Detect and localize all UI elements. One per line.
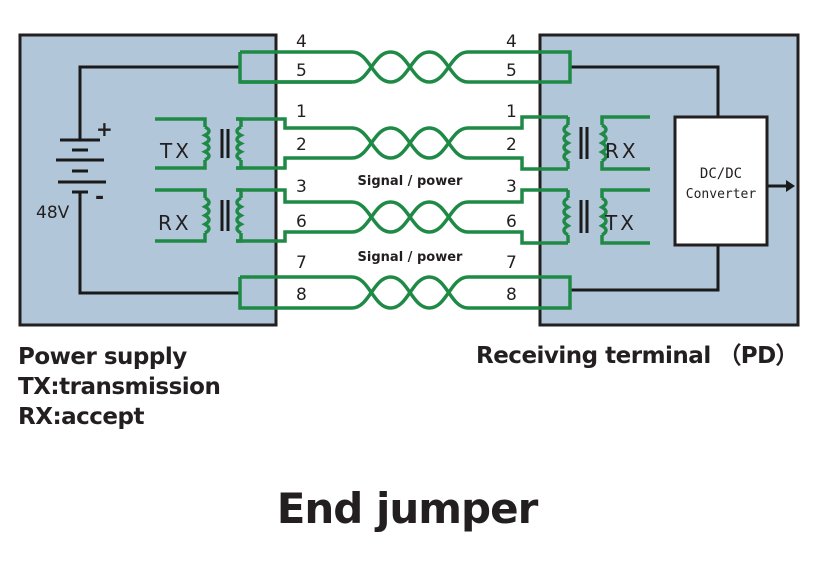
right-tx-transformer-sec-bottom xyxy=(600,235,650,245)
right-tx-transformer-sec-top xyxy=(600,188,650,198)
left-tx-transformer-lead-bottom xyxy=(155,160,207,170)
pin-left-2: 2 xyxy=(296,135,307,155)
page-title: End jumper xyxy=(276,484,539,533)
pair-3-6-bottom xyxy=(236,230,568,245)
battery-voltage-label: 48V xyxy=(36,203,70,223)
converter-label-line1: DC/DC xyxy=(700,166,742,182)
pair-label-signal-power-1: Signal / power xyxy=(358,174,463,189)
pin-left-6: 6 xyxy=(296,212,307,232)
left-rx-transformer-lead-bottom xyxy=(155,233,207,243)
pair-1-2-bottom xyxy=(236,156,568,171)
right-tx-transformer-secondary-coil xyxy=(598,196,608,237)
left-tx-transformer-primary-coil xyxy=(201,125,211,162)
caption-rx-accept: RX:accept xyxy=(18,404,145,430)
pair-4-5-wire-b xyxy=(351,50,469,84)
pin-left-1: 1 xyxy=(296,102,307,122)
left-rx-transformer-secondary-coil xyxy=(235,196,245,235)
right-rx-transformer-secondary-coil xyxy=(598,123,608,163)
left-rx-transformer-sec-bottom xyxy=(236,233,243,243)
twisted-pair-wiring xyxy=(155,50,650,310)
caption-tx-transmission: TX:transmission xyxy=(18,374,221,400)
right-rx-transformer-sec-bottom xyxy=(600,161,650,171)
pair-3-6-top xyxy=(236,188,568,204)
left-tx-transformer-lead-top xyxy=(155,117,207,127)
pin-right-6: 6 xyxy=(506,212,517,232)
pin-right-8: 8 xyxy=(506,285,517,305)
pin-right-4: 4 xyxy=(506,32,517,52)
converter-label-line2: Converter xyxy=(686,187,757,202)
left-rx-transformer-primary-coil xyxy=(201,196,211,235)
dc-dc-converter xyxy=(673,115,769,247)
pair-7-8-outline xyxy=(238,275,572,310)
left-tx-label: TX xyxy=(159,139,192,163)
pin-left-3: 3 xyxy=(296,177,307,197)
right-rx-label: RX xyxy=(605,139,639,163)
pin-right-3: 3 xyxy=(506,177,517,197)
left-dc-wiring xyxy=(78,65,240,295)
pair-3-6-wire-b xyxy=(351,200,469,234)
pin-right-5: 5 xyxy=(506,61,517,81)
power-supply-panel xyxy=(18,33,278,327)
caption-power-supply: Power supply xyxy=(18,344,187,370)
pair-7-8-wire-b xyxy=(351,275,469,310)
pin-left-7: 7 xyxy=(296,253,307,273)
pair-1-2-top xyxy=(236,115,568,130)
right-rx-transformer-sec-top xyxy=(600,115,650,125)
battery-icon xyxy=(56,138,106,194)
left-rx-transformer-sec-top xyxy=(236,188,243,198)
left-rx-transformer-lead-top xyxy=(155,188,207,198)
caption-receiving-terminal: Receiving terminal （PD） xyxy=(476,343,799,369)
left-tx-transformer-secondary-coil xyxy=(235,125,245,162)
battery-plus-label: + xyxy=(96,117,113,141)
pin-left-4: 4 xyxy=(296,32,307,52)
right-tx-label: TX xyxy=(604,211,637,235)
pin-left-8: 8 xyxy=(296,285,307,305)
pin-right-2: 2 xyxy=(506,135,517,155)
battery-minus-label: - xyxy=(95,185,104,210)
pair-4-5-outline xyxy=(240,50,572,84)
left-rx-label: RX xyxy=(158,211,192,235)
pin-left-5: 5 xyxy=(296,61,307,81)
right-tx-transformer-primary-coil xyxy=(562,196,572,237)
poe-wiring-diagram: + - 48V TX RX RX TX DC/DC Converter Sign… xyxy=(18,32,800,327)
right-rx-transformer-primary-coil xyxy=(562,123,572,163)
pair-4-5-left-box xyxy=(238,52,352,84)
pin-right-7: 7 xyxy=(506,253,517,273)
left-tx-transformer-sec-bottom xyxy=(236,160,243,170)
output-arrow-icon xyxy=(786,180,795,192)
pair-label-signal-power-2: Signal / power xyxy=(358,250,463,265)
pair-1-2-wire-b xyxy=(351,126,469,160)
pin-right-1: 1 xyxy=(506,102,517,122)
left-tx-transformer-sec-top xyxy=(236,117,243,127)
